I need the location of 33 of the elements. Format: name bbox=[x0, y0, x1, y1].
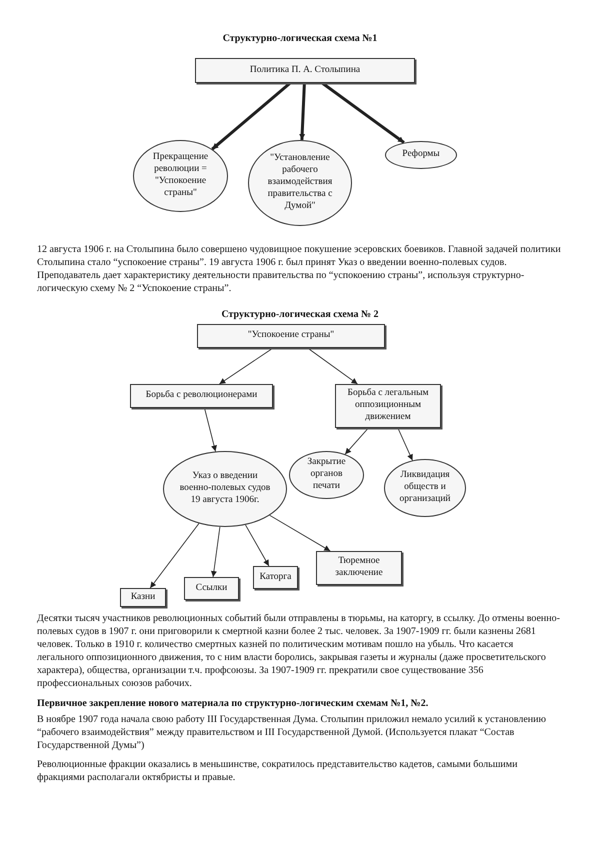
oval-node: "Установление рабочего взаимодействия правительства с Думой" bbox=[248, 140, 352, 226]
oval-node: Прекращение революции = "Успокоение страны" bbox=[133, 140, 228, 212]
oval-node: Реформы bbox=[385, 141, 457, 169]
oval-node: Закрытие органов печати bbox=[289, 451, 364, 499]
heading: Структурно-логическая схема № 2 bbox=[220, 308, 380, 321]
arrow bbox=[321, 82, 405, 144]
process-box: Борьба с легальным оппозиционным движением bbox=[335, 384, 441, 428]
oval-node: Ликвидация обществ и организаций bbox=[384, 459, 466, 517]
arrow bbox=[204, 408, 217, 452]
paragraph: Десятки тысяч участников революционных событий были отправлены в тюрьмы, на каторгу, в ссылку. До отмены военно-полевых судов в 1907 г. они приговорили к смертной казни более 2 тыс. человек. За 1907-1909 гг. были казнены 2681 человек. Только в 1910 г. количество смертных казней по политическим мотивам пошло на убыль. Что касается легального оппозиционного движения, то с ним власти боролись, закрывая газеты и журналы (даже просветительского характера), общества, организации т.ч. профсоюзы. За 1907-1909 гг. прекратили свое существование 356 профессиональных союзов рабочих. bbox=[37, 612, 561, 690]
process-box: Каторга bbox=[253, 566, 298, 589]
arrow bbox=[299, 82, 306, 140]
process-box: Борьба с революционерами bbox=[130, 384, 273, 408]
arrow bbox=[150, 523, 200, 588]
paragraph: Революционные фракции оказались в меньшинстве, сократилось представительство кадетов, самыми большими фракциями располагали октябристы и правые. bbox=[37, 758, 518, 784]
process-box: Политика П. А. Столыпина bbox=[195, 58, 415, 83]
process-box: Тюремное заключение bbox=[316, 551, 402, 585]
paragraph: 12 августа 1906 г. на Столыпина было совершено чудовищное покушение эсеровских боевиков. Главной задачей политики Столыпина стало “успокоение страны”. 19 августа 1906 г. был принят Указ о введении военно-полевых судов. Преподаватель дает характеристику деятельности правительства по “успокоению страны”, используя структурно-логическую схему № 2 “Успокоение страны”. bbox=[37, 243, 562, 295]
oval-node: Указ о введении военно-полевых судов 19 августа 1906г. bbox=[163, 451, 287, 527]
process-box: Ссылки bbox=[184, 577, 239, 600]
arrow bbox=[344, 428, 369, 455]
paragraph: В ноябре 1907 года начала свою работу III Государственная Дума. Столыпин приложил немало усилий к установлению “рабочего взаимодействия” между правительством и III Государственной Думой. (Используется плакат “Состав Государственной Думы”) bbox=[37, 713, 547, 752]
process-box: "Успокоение страны" bbox=[197, 324, 385, 348]
arrow bbox=[211, 82, 292, 150]
process-box: Казни bbox=[120, 588, 166, 607]
arrow bbox=[307, 348, 358, 384]
arrow bbox=[210, 526, 220, 578]
heading: Первичное закрепление нового материала по структурно-логическим схемам №1, №2. bbox=[37, 697, 430, 710]
heading: Структурно-логическая схема №1 bbox=[222, 32, 378, 45]
arrow bbox=[269, 514, 331, 552]
arrow bbox=[398, 428, 413, 461]
arrow bbox=[245, 524, 270, 566]
arrow bbox=[219, 348, 274, 384]
